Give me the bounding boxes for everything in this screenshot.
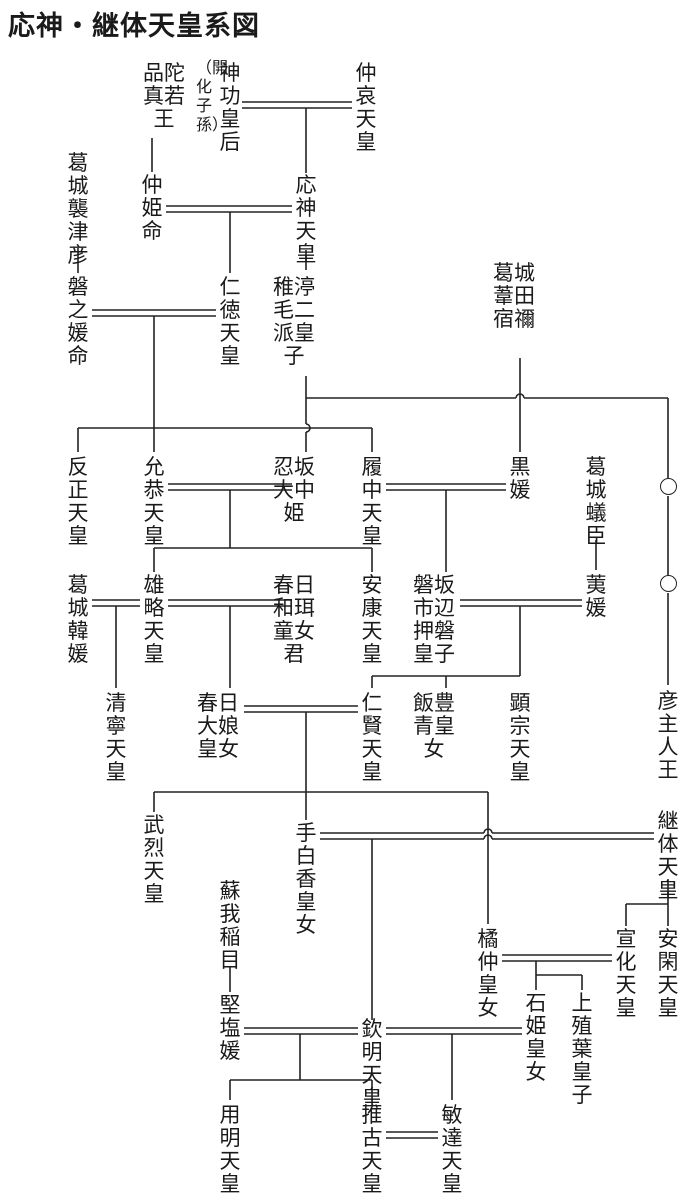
person-haehime: 荑媛 [585,573,607,620]
person-buretsu: 武烈天皇 [143,813,165,906]
unknown-ancestor-circle [660,478,677,495]
person-suiko: 推古天皇 [361,1103,383,1196]
descent-line [305,423,311,433]
person-ichinobe: 磐坂市辺押磐皇子 [413,573,455,666]
page-title: 応神・継体天皇系図 [8,11,260,42]
person-iwanohime: 磐之媛命 [67,275,89,368]
unknown-ancestor-circle [660,575,677,592]
person-hikoushi: 彦主人王 [657,689,679,782]
person-homudamawaka: 品陀真若王 [143,61,185,131]
person-kinmei: 欽明天皇 [361,1017,383,1110]
person-yomei: 用明天皇 [219,1103,241,1196]
person-katsuragi-karahime: 葛城韓媛 [67,573,89,666]
person-kenzo: 顕宗天皇 [509,691,531,784]
person-richu: 履中天皇 [361,455,383,548]
person-soga-iname: 蘇我稲目 [219,879,241,972]
person-katsuragi-ari: 葛城蟻臣 [585,455,607,548]
person-iitoyo: 飯豊青皇女 [413,691,455,761]
person-jingu: 神功皇后 [219,61,241,154]
person-katsuragi-sotsuhiko: 葛城襲津彦 [67,151,89,267]
person-nakatsuhime: 仲姫命 [141,173,163,243]
person-ojin: 応神天皇 [295,173,317,266]
person-kasuga-wani: 春日和珥童女君 [273,573,315,666]
person-kamiueha: 上殖葉皇子 [571,991,593,1107]
person-tashiraka: 手白香皇女 [295,821,317,937]
person-ankan: 安閑天皇 [657,927,679,1020]
person-osakanoonakatsu: 忍坂大中姫 [273,455,315,525]
person-bidatsu: 敏達天皇 [441,1103,463,1196]
person-ninken: 仁賢天皇 [361,691,383,784]
person-chuai: 仲哀天皇 [355,61,377,154]
person-kurohime: 黒媛 [509,455,531,502]
person-tachibana: 橘仲皇女 [477,927,499,1020]
person-keitai: 継体天皇 [657,809,679,902]
person-hanzei: 反正天皇 [67,455,89,548]
person-wakanuke: 稚渟毛二派皇子 [273,275,315,368]
marriage-line [483,834,493,840]
person-jingu-note: （開化子孫） [196,58,229,134]
person-yuryaku: 雄略天皇 [143,573,165,666]
person-kasuga-oiratsume: 春日大娘皇女 [197,691,239,761]
person-ishihime: 石姫皇女 [525,991,547,1084]
person-nintoku: 仁徳天皇 [219,275,241,368]
marriage-line [483,828,493,834]
person-seinei: 清寧天皇 [105,691,127,784]
person-ingyo: 允恭天皇 [143,455,165,548]
person-kitashihime: 堅塩媛 [219,993,241,1063]
person-katsuragi-ashita: 葛城葦田宿禰 [493,261,535,331]
person-anko: 安康天皇 [361,573,383,666]
person-senka: 宣化天皇 [615,927,637,1020]
